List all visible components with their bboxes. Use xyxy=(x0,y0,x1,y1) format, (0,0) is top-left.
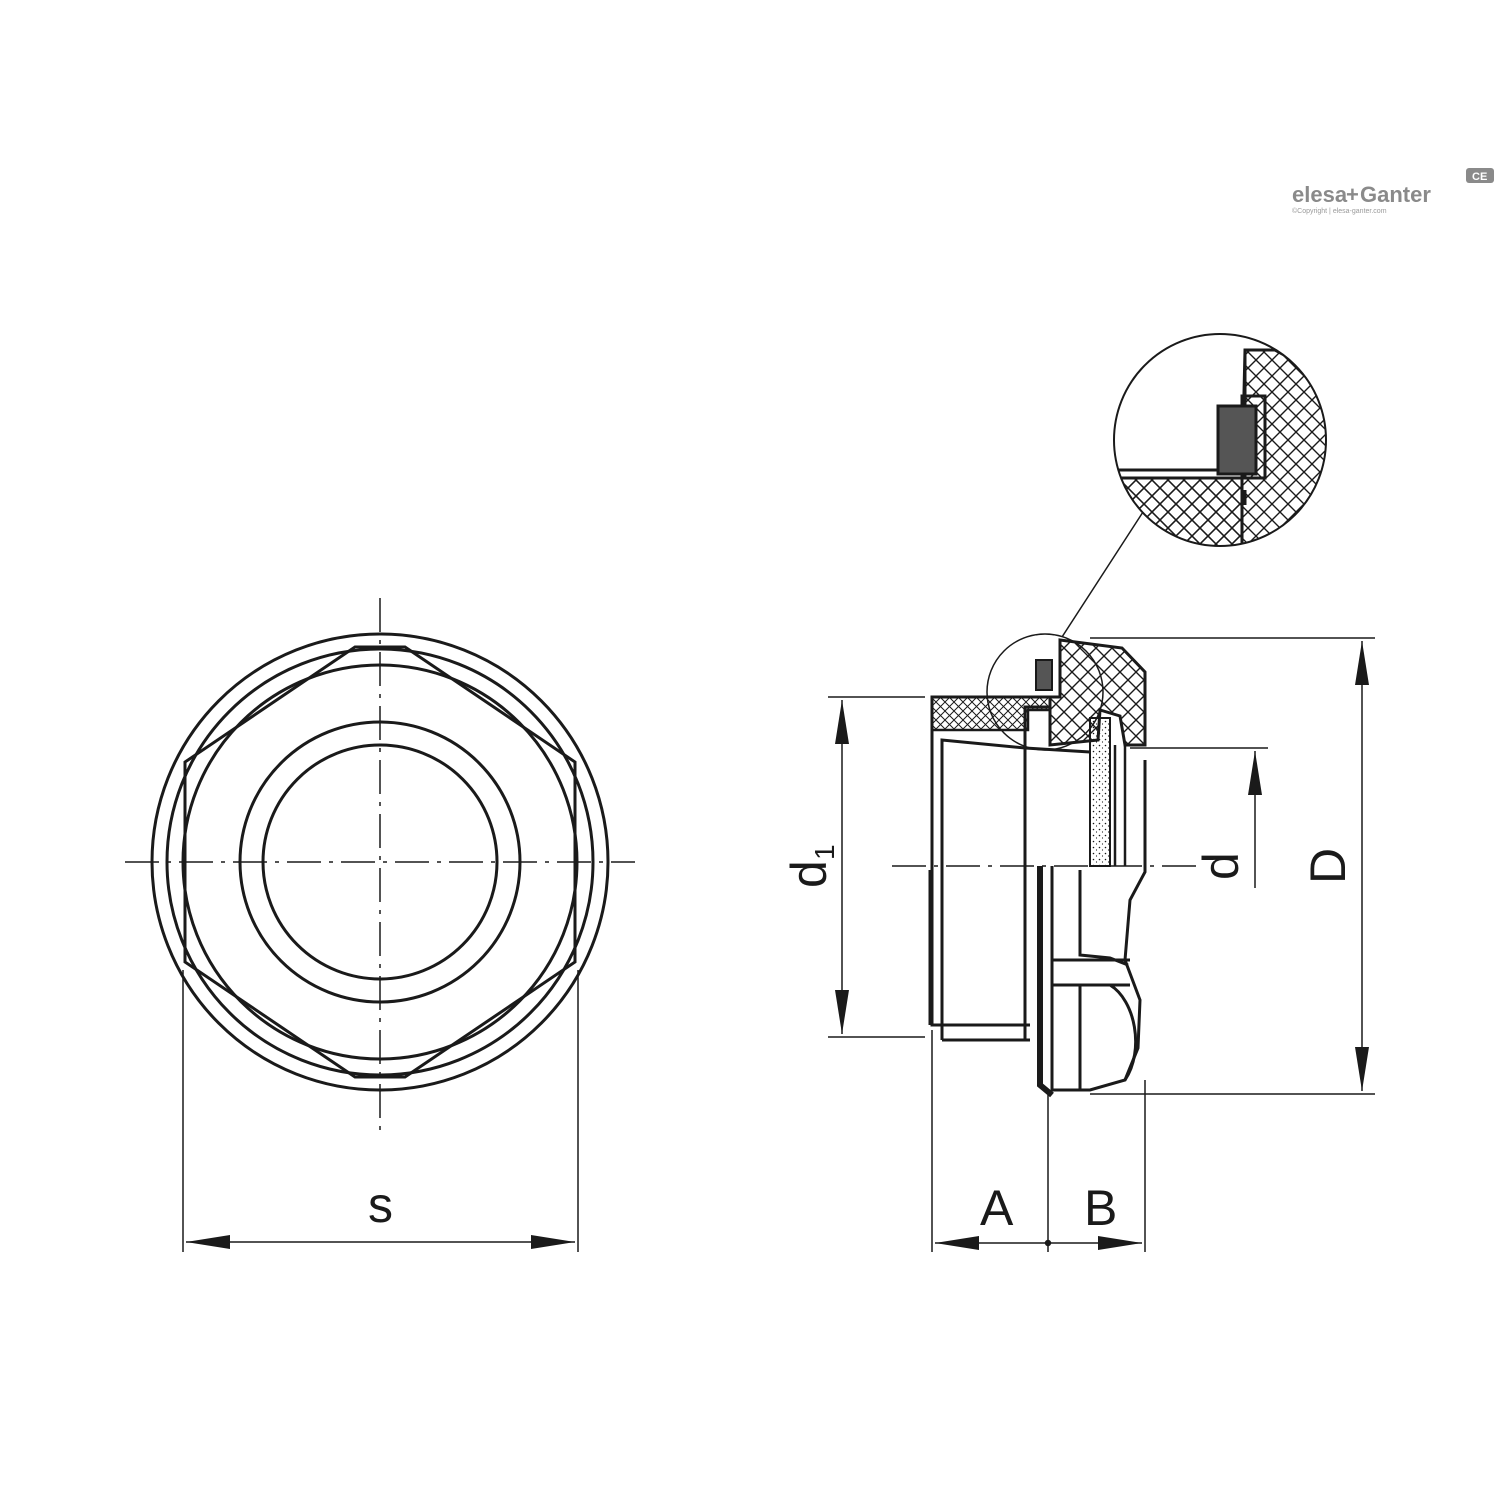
detail-circle-border xyxy=(1113,333,1327,547)
logo-plus-text: + xyxy=(1346,182,1359,207)
front-view-centerlines xyxy=(125,598,635,1136)
ce-badge xyxy=(1466,168,1494,183)
dimension-B-label: B xyxy=(1084,1180,1117,1236)
dimension-s-label: s xyxy=(368,1177,393,1233)
dimension-d-label: d xyxy=(1193,852,1249,880)
detail-shank-hatch xyxy=(1114,476,1244,546)
dimension-d xyxy=(1130,747,1268,888)
logo-ganter-text: Ganter xyxy=(1360,182,1431,207)
lens-dome-lower xyxy=(1078,870,1129,967)
dimension-D xyxy=(1090,637,1375,1095)
dimension-s xyxy=(182,970,579,1252)
hexagon-chamfer-circle xyxy=(181,663,579,1061)
front-view xyxy=(125,598,635,1252)
flange-outer-circle xyxy=(150,632,610,1092)
dimension-d1-label-group: d 1 xyxy=(781,844,840,888)
side-view xyxy=(828,511,1375,1252)
logo-copyright-text: ©Copyright | elesa-ganter.com xyxy=(1292,207,1387,215)
dimension-d1-subscript: 1 xyxy=(809,844,840,860)
o-ring-seal xyxy=(1035,659,1053,691)
flange-inner-circle xyxy=(165,647,595,1077)
brand-logo: elesa + Ganter ©Copyright | elesa-ganter… xyxy=(1292,168,1494,215)
detail-indicator-circle xyxy=(986,633,1104,751)
dimension-A-label: A xyxy=(980,1180,1014,1236)
ce-mark-text: CE xyxy=(1472,171,1487,183)
lens-section-stipple xyxy=(1089,717,1111,867)
dimension-d-label-group: d xyxy=(1193,852,1249,880)
dimension-A-B xyxy=(931,1030,1146,1252)
detail-view xyxy=(1113,333,1327,547)
head-lower-outline xyxy=(1050,760,1147,1092)
dimension-d1 xyxy=(828,696,925,1038)
logo-elesa-text: elesa xyxy=(1292,182,1348,207)
detail-leader-line xyxy=(1061,511,1144,638)
shank-outline xyxy=(930,695,1052,1027)
dimension-D-label: D xyxy=(1300,848,1356,884)
bore-inner-circle xyxy=(261,743,499,981)
lens-dome-curve xyxy=(1080,983,1138,1081)
detail-o-ring-seal xyxy=(1216,404,1258,476)
bore-outer-circle xyxy=(238,720,522,1004)
dimension-d1-label: d xyxy=(781,860,837,888)
head-lower-seal-face xyxy=(1037,866,1054,1098)
head-section-hatch xyxy=(1048,638,1147,747)
dimension-D-label-group: D xyxy=(1300,848,1356,884)
